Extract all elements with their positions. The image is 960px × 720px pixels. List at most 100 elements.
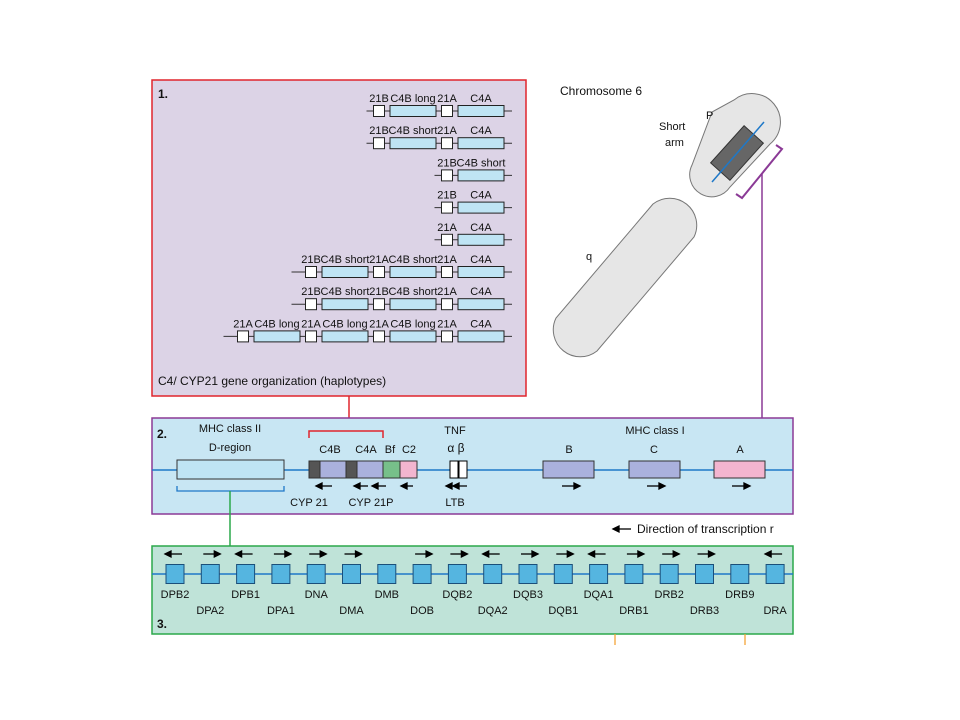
- c4-gene: [389, 137, 437, 150]
- c4-label: C4A: [470, 190, 492, 202]
- cyp21-label: 21B: [369, 286, 389, 298]
- c4-label: C4B long: [322, 318, 367, 330]
- class2-gene-box: [483, 564, 503, 584]
- class2-gene: DQB2: [442, 549, 472, 601]
- class1-label: MHC class I: [625, 425, 684, 437]
- transcription-arrow-left: [163, 549, 182, 559]
- c4-label: C4B short: [389, 254, 438, 266]
- hla-b-gene: [542, 460, 595, 479]
- bf-label: Bf: [385, 444, 396, 456]
- cyp21-label: 21B: [369, 93, 389, 105]
- c4-gene: [457, 201, 505, 214]
- class2-gene: DPA2: [196, 549, 224, 617]
- c4-label: C4A: [470, 254, 492, 266]
- class2-gene: DPB2: [161, 549, 190, 601]
- hla-c-label: C: [650, 444, 658, 456]
- hla-a-gene: [713, 460, 766, 479]
- c4-label: C4B short: [389, 286, 438, 298]
- cyp21-gene: [441, 330, 453, 343]
- transcription-arrow-right: [556, 549, 575, 559]
- cyp21p-gene: [345, 460, 358, 479]
- c4-gene: [457, 266, 505, 278]
- cyp21-label: 21A: [437, 318, 457, 330]
- cyp21-label: 21A: [369, 254, 389, 266]
- class2-gene-box: [165, 564, 185, 584]
- class2-gene-label: DRB2: [655, 589, 684, 601]
- short-arm-label-2: arm: [665, 137, 684, 149]
- class2-gene-box: [342, 564, 361, 584]
- class2-gene: DRA: [763, 549, 787, 617]
- class2-gene-box: [236, 564, 256, 584]
- cyp21-gene: [237, 330, 249, 343]
- cyp21-label: 21A: [437, 125, 457, 137]
- c4-gene: [457, 233, 505, 246]
- c4-label: C4A: [470, 93, 492, 105]
- c4-gene: [253, 330, 301, 343]
- c4-label: C4B long: [254, 318, 299, 330]
- q-arm-label: q: [586, 251, 592, 263]
- cyp21-label: 21A: [437, 93, 457, 105]
- d-region-label: D-region: [209, 442, 251, 454]
- class2-gene-label: DQB2: [442, 589, 472, 601]
- c4b-gene: [319, 460, 347, 479]
- class2-gene-label: DRB1: [619, 605, 648, 617]
- cyp21-gene: [373, 137, 385, 150]
- class2-gene-label: DRB3: [690, 605, 719, 617]
- cyp21-label: 21A: [369, 318, 389, 330]
- transcription-arrow-right: [626, 549, 646, 559]
- class2-gene-box: [200, 564, 220, 584]
- c4-gene: [389, 330, 437, 343]
- class2-gene-label: DPB2: [161, 589, 190, 601]
- transcription-arrow-right: [415, 549, 434, 559]
- transcription-arrow-left: [587, 549, 606, 559]
- transcription-arrow-right: [521, 549, 540, 559]
- panel-3-number: 3.: [157, 617, 167, 631]
- c4-label: C4B long: [390, 318, 435, 330]
- panel-1-number: 1.: [158, 87, 168, 101]
- c4-gene: [321, 266, 369, 278]
- class2-gene-box: [447, 564, 467, 584]
- class2-gene-label: DMA: [339, 605, 364, 617]
- transcription-arrow-right: [344, 549, 363, 559]
- class2-gene-box: [306, 564, 326, 584]
- c4-gene: [321, 298, 369, 311]
- transcription-arrow-left: [234, 549, 253, 559]
- panel-3-background: [151, 545, 794, 635]
- c4-label: C4B short: [321, 286, 370, 298]
- class2-gene-label: DRA: [763, 605, 787, 617]
- tnf-beta-gene: [458, 460, 468, 479]
- class2-gene-label: DPA1: [267, 605, 295, 617]
- cyp21-label: 21B: [437, 157, 457, 169]
- class2-gene-label: DQB1: [548, 605, 578, 617]
- cyp21-label: 21B: [301, 286, 321, 298]
- cyp21-gene: [305, 330, 317, 343]
- panel-3: DPB2DPA2DPB1DPA1DNADMADMBDOBDQB2DQA2DQB3…: [151, 545, 794, 635]
- c4-region-bracket: [308, 430, 384, 438]
- transcription-arrow-right: [273, 549, 293, 559]
- class2-gene: DRB2: [655, 549, 684, 601]
- class2-gene-box: [553, 564, 573, 584]
- panel-2: 2. MHC class II D-region C4B C4A Bf C2 C…: [151, 417, 794, 515]
- class2-gene: DRB9: [725, 564, 754, 601]
- class2-gene-box: [377, 564, 397, 584]
- class2-gene: DRB1: [619, 549, 649, 617]
- class2-gene: DQA2: [478, 549, 508, 617]
- p-arm-label: P: [706, 110, 713, 122]
- legend-arrow-icon: [611, 524, 631, 534]
- c2-label: C2: [402, 444, 416, 456]
- class2-gene-box: [765, 564, 785, 584]
- c4-gene: [457, 105, 505, 117]
- c4-gene: [457, 330, 505, 343]
- ltb-label: LTB: [445, 497, 464, 509]
- cyp21-label: CYP 21: [290, 497, 328, 509]
- c4-gene: [389, 105, 437, 117]
- c2-gene: [399, 460, 418, 479]
- class2-label: MHC class II: [199, 423, 261, 435]
- cyp21-label: 21A: [437, 222, 457, 234]
- class2-gene: DMB: [375, 564, 399, 601]
